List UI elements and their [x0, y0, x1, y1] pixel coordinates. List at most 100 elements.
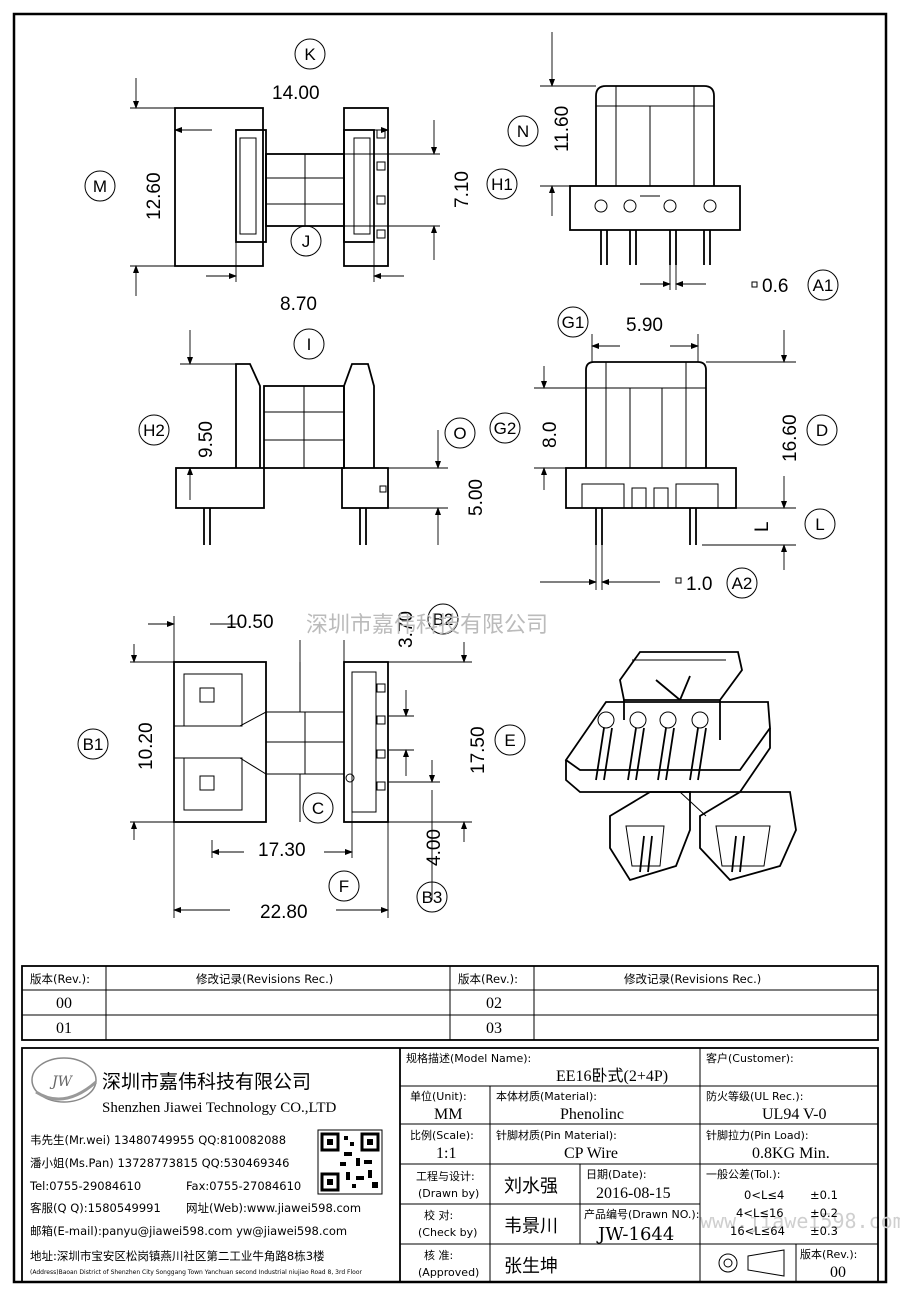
- dim-l: L: [752, 521, 773, 532]
- rev-label: 版本(Rev.):: [800, 1247, 857, 1261]
- balloon-n: N: [507, 115, 539, 147]
- svg-text:A2: A2: [732, 574, 753, 593]
- rev-right-0: 02: [486, 995, 502, 1012]
- dim-a1: 0.6: [762, 276, 788, 297]
- balloon-j: J: [290, 225, 322, 257]
- rec-header-right: 修改记录(Revisions Rec.): [624, 972, 761, 986]
- rev-header-right: 版本(Rev.):: [458, 972, 518, 986]
- balloon-h2: H2: [138, 414, 170, 446]
- company-web: 网址(Web):www.jiawei598.com: [186, 1201, 361, 1215]
- top-view-dims: [130, 78, 440, 296]
- model-name-value: EE16卧式(2+4P): [556, 1067, 668, 1085]
- material-label: 本体材质(Material):: [496, 1089, 597, 1103]
- svg-text:K: K: [304, 45, 316, 64]
- front-view-top-dims: [540, 32, 706, 290]
- svg-text:N: N: [517, 122, 529, 141]
- svg-text:I: I: [307, 335, 312, 354]
- svg-text:M: M: [93, 177, 107, 196]
- scale-label: 比例(Scale):: [410, 1128, 474, 1142]
- tol-value-0: ±0.1: [810, 1188, 838, 1202]
- check-by-value: 韦景川: [504, 1216, 558, 1237]
- dim-g1: 5.90: [626, 315, 663, 336]
- front-view-bottom: [565, 361, 737, 545]
- company-email: 邮箱(E-mail):panyu@jiawei598.com yw@jiawei…: [30, 1224, 347, 1238]
- dim-c: 17.30: [258, 840, 306, 861]
- contact-pan: 潘小姐(Ms.Pan) 13728773815 QQ:530469346: [30, 1156, 289, 1170]
- unit-value: MM: [434, 1106, 462, 1123]
- balloon-g1: G1: [557, 306, 589, 338]
- pin-material-value: CP Wire: [564, 1145, 618, 1162]
- svg-text:B2: B2: [433, 610, 454, 629]
- scale-value: 1:1: [436, 1145, 456, 1162]
- front-view-top: [569, 85, 741, 265]
- rev-left-1: 01: [56, 1020, 72, 1037]
- balloon-b1: B1: [77, 728, 109, 760]
- svg-text:B3: B3: [422, 888, 443, 907]
- rev-right-1: 03: [486, 1020, 502, 1037]
- bottom-view: [173, 661, 389, 823]
- check-by-label: 校 对:: [424, 1208, 453, 1222]
- watermark-text: 深圳市嘉伟科技有限公司: [306, 613, 548, 638]
- watermark-url: www.jiawei598.com: [700, 1209, 900, 1233]
- pin-material-label: 针脚材质(Pin Material):: [496, 1128, 617, 1142]
- dim-n: 11.60: [552, 106, 573, 152]
- balloon-i: I: [293, 328, 325, 360]
- dim-g2: 8.0: [540, 422, 561, 448]
- tol-range-1: 4<L≤16: [736, 1206, 784, 1220]
- svg-text:L: L: [815, 515, 824, 534]
- qr-code: [317, 1129, 383, 1195]
- company-name-en: Shenzhen Jiawei Technology CO.,LTD: [102, 1100, 336, 1116]
- dim-e: 17.50: [468, 726, 489, 774]
- dim-o: 5.00: [466, 479, 487, 516]
- balloon-c: C: [302, 792, 334, 824]
- model-name-label: 规格描述(Model Name):: [406, 1051, 531, 1065]
- contact-wei: 韦先生(Mr.wei) 13480749955 QQ:810082088: [30, 1133, 286, 1147]
- bottom-view-dims: [130, 616, 472, 918]
- front-view-bottom-dims: [534, 330, 796, 590]
- dim-j: 8.70: [280, 294, 317, 315]
- balloon-o: O: [444, 417, 476, 449]
- company-logo: JW: [31, 1057, 97, 1103]
- unit-label: 单位(Unit):: [410, 1089, 467, 1103]
- approved-label-en: (Approved): [418, 1266, 479, 1279]
- balloon-e: E: [494, 724, 526, 756]
- drawn-by-label-en: (Drawn by): [418, 1187, 479, 1200]
- dim-m: 12.60: [144, 172, 165, 220]
- balloon-a1: A1: [807, 269, 839, 301]
- rev-header-left: 版本(Rev.):: [30, 972, 90, 986]
- rev-left-0: 00: [56, 995, 72, 1012]
- dim-d: 16.60: [780, 414, 801, 462]
- top-view: [174, 107, 389, 267]
- tol-value-2: ±0.3: [810, 1224, 838, 1238]
- balloon-l: L: [804, 508, 836, 540]
- svg-text:H2: H2: [143, 421, 165, 440]
- date-value: 2016-08-15: [596, 1185, 671, 1202]
- rev-value: 00: [830, 1264, 846, 1281]
- dim-b2b: 3.70: [396, 611, 417, 648]
- svg-text:G1: G1: [562, 313, 585, 332]
- balloon-d: D: [806, 414, 838, 446]
- date-label: 日期(Date):: [586, 1168, 647, 1181]
- dim-b2: 10.50: [226, 612, 274, 633]
- dim-b3: 4.00: [424, 829, 445, 866]
- balloon-a2: A2: [726, 567, 758, 599]
- svg-text:G2: G2: [494, 419, 517, 438]
- dim-h1: 7.10: [452, 171, 473, 208]
- dim-h2: 9.50: [196, 421, 217, 458]
- company-address-cn: 地址:深圳市宝安区松岗镇燕川社区第二工业牛角路8栋3楼: [30, 1249, 325, 1263]
- company-service: 客服(Q Q):1580549991: [30, 1201, 161, 1215]
- svg-text:F: F: [339, 877, 349, 896]
- pin-load-label: 针脚拉力(Pin Load):: [706, 1128, 809, 1142]
- projection-symbol-icon: [718, 1249, 785, 1277]
- material-value: Phenolinc: [560, 1106, 624, 1123]
- svg-text:JW: JW: [49, 1074, 74, 1090]
- svg-text:J: J: [302, 232, 311, 251]
- dim-k: 14.00: [272, 83, 320, 104]
- ul-value: UL94 V-0: [762, 1106, 826, 1123]
- drawn-by-label: 工程与设计:: [416, 1170, 475, 1183]
- pin-load-value: 0.8KG Min.: [752, 1145, 830, 1162]
- side-view-dims: [180, 330, 448, 545]
- approved-label: 核 准:: [424, 1248, 453, 1262]
- ul-label: 防火等级(UL Rec.):: [706, 1089, 803, 1103]
- balloon-g2: G2: [489, 412, 521, 444]
